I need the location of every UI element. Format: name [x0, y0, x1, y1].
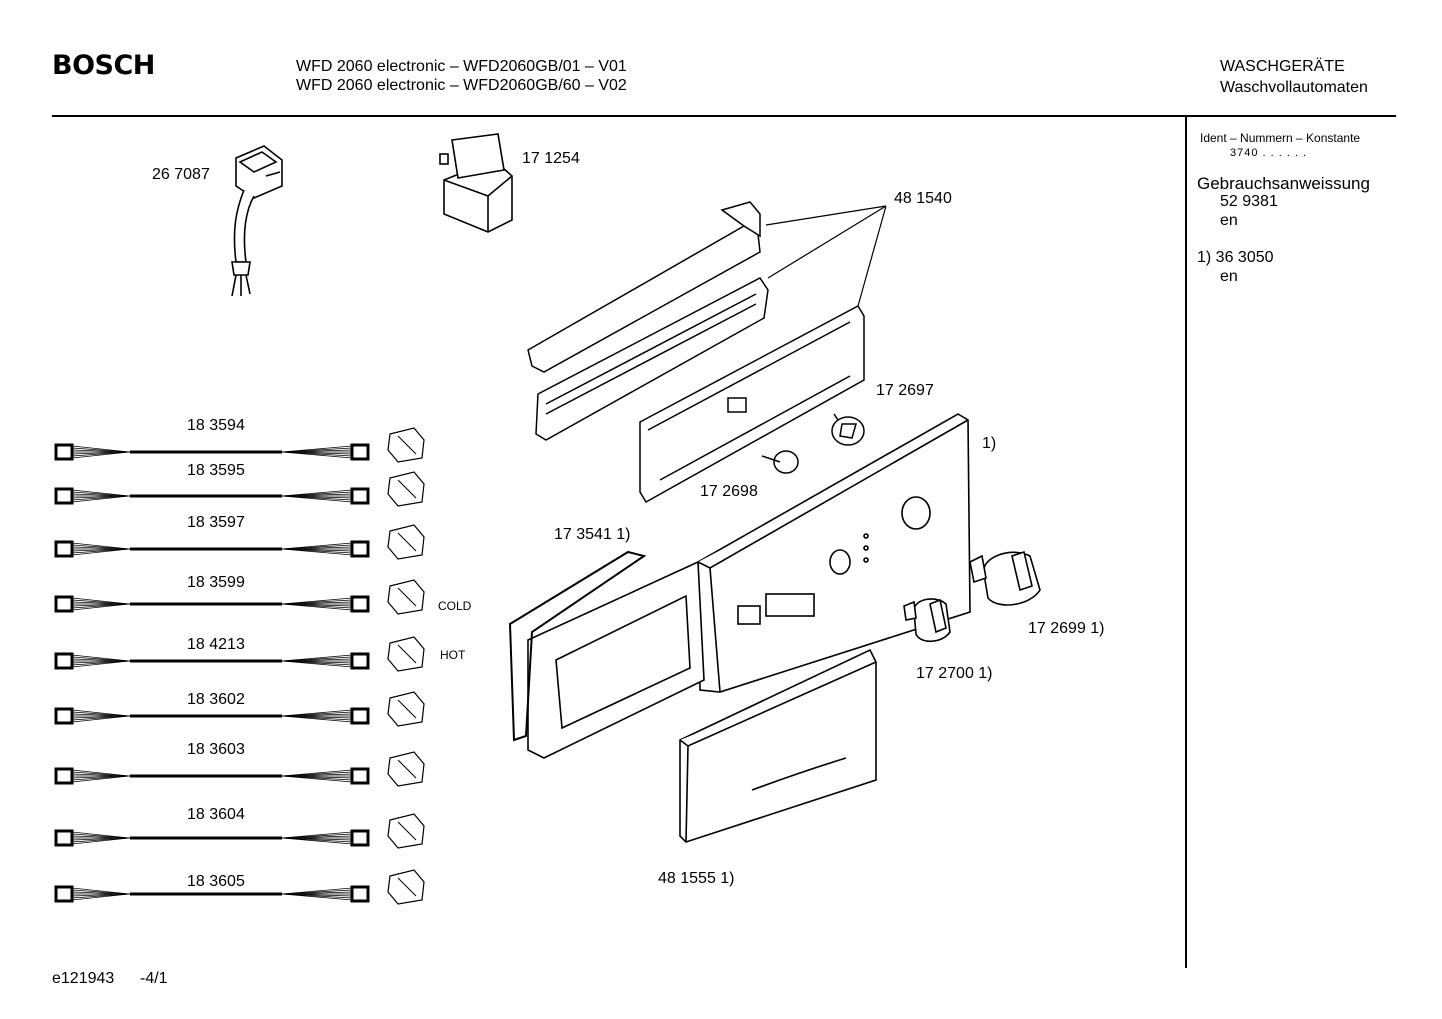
knob-insert-left-part [761, 450, 799, 474]
harness-number: 18 3604 [187, 806, 245, 823]
knob-small-part [903, 598, 951, 643]
harness-6 [54, 751, 425, 787]
label-panel-footnote: 1) [982, 435, 997, 452]
label-module-set: 48 1540 [894, 190, 952, 207]
ident-title: Ident – Nummern – Konstante [1200, 131, 1361, 145]
knob-large-part [969, 550, 1041, 606]
category-line-1: WASCHGERÄTE [1220, 58, 1345, 75]
harness-1 [54, 471, 425, 507]
harness-number: 18 3602 [187, 691, 245, 708]
category-line-2: Waschvollautomaten [1220, 79, 1368, 96]
label-gasket: 17 3541 1) [554, 526, 631, 543]
manual-language: en [1220, 212, 1238, 229]
knob-insert-right-part [831, 413, 865, 446]
harness-number: 18 3597 [187, 514, 245, 531]
gasket-part [508, 550, 647, 742]
front-panel-part [527, 413, 971, 759]
harness-4 [54, 636, 425, 672]
model-line-2: WFD 2060 electronic – WFD2060GB/60 – V02 [296, 77, 627, 94]
harness-7 [54, 813, 425, 849]
harness-2 [54, 524, 425, 560]
leader-481540-b [767, 205, 887, 279]
drawing-id: e121943 [52, 970, 115, 987]
page-number: -4/1 [140, 970, 168, 987]
model-line-1: WFD 2060 electronic – WFD2060GB/01 – V01 [296, 58, 627, 75]
ident-value: 3740 . . . . . . [1230, 147, 1308, 159]
harness-8 [54, 869, 425, 905]
harness-5 [54, 691, 425, 727]
drawer-cover-part [679, 648, 877, 843]
mains-plug-part [231, 145, 283, 297]
harness-0 [54, 427, 425, 463]
manual-title: Gebrauchsanweissung [1197, 174, 1370, 193]
label-plug: 26 7087 [152, 166, 210, 183]
harness-number: 18 3594 [187, 417, 245, 434]
manual-number: 52 9381 [1220, 193, 1278, 210]
label-drawer-cover: 48 1555 1) [658, 870, 735, 887]
bosch-logo: BOSCH [52, 50, 155, 81]
harness-tag: HOT [440, 648, 466, 662]
footnote-number: 1) 36 3050 [1197, 249, 1274, 266]
label-knob-insert-right: 17 2697 [876, 382, 934, 399]
leader-481540-a [765, 205, 887, 226]
harness-tag: COLD [438, 599, 472, 613]
harness-number: 18 4213 [187, 636, 245, 653]
footnote-language: en [1220, 268, 1238, 285]
harness-number: 18 3595 [187, 462, 245, 479]
label-knob-insert-left: 17 2698 [700, 483, 758, 500]
label-suppressor: 17 1254 [522, 150, 580, 167]
label-knob-small: 17 2700 1) [916, 665, 993, 682]
harness-3 [54, 579, 425, 615]
harness-number: 18 3603 [187, 741, 245, 758]
control-module-part [527, 201, 865, 504]
leader-481540-c [857, 205, 887, 307]
harness-number: 18 3599 [187, 574, 245, 591]
harness-number: 18 3605 [187, 873, 245, 890]
label-knob-large: 17 2699 1) [1028, 620, 1105, 637]
harness-layer [54, 427, 425, 905]
suppressor-part [439, 133, 513, 233]
